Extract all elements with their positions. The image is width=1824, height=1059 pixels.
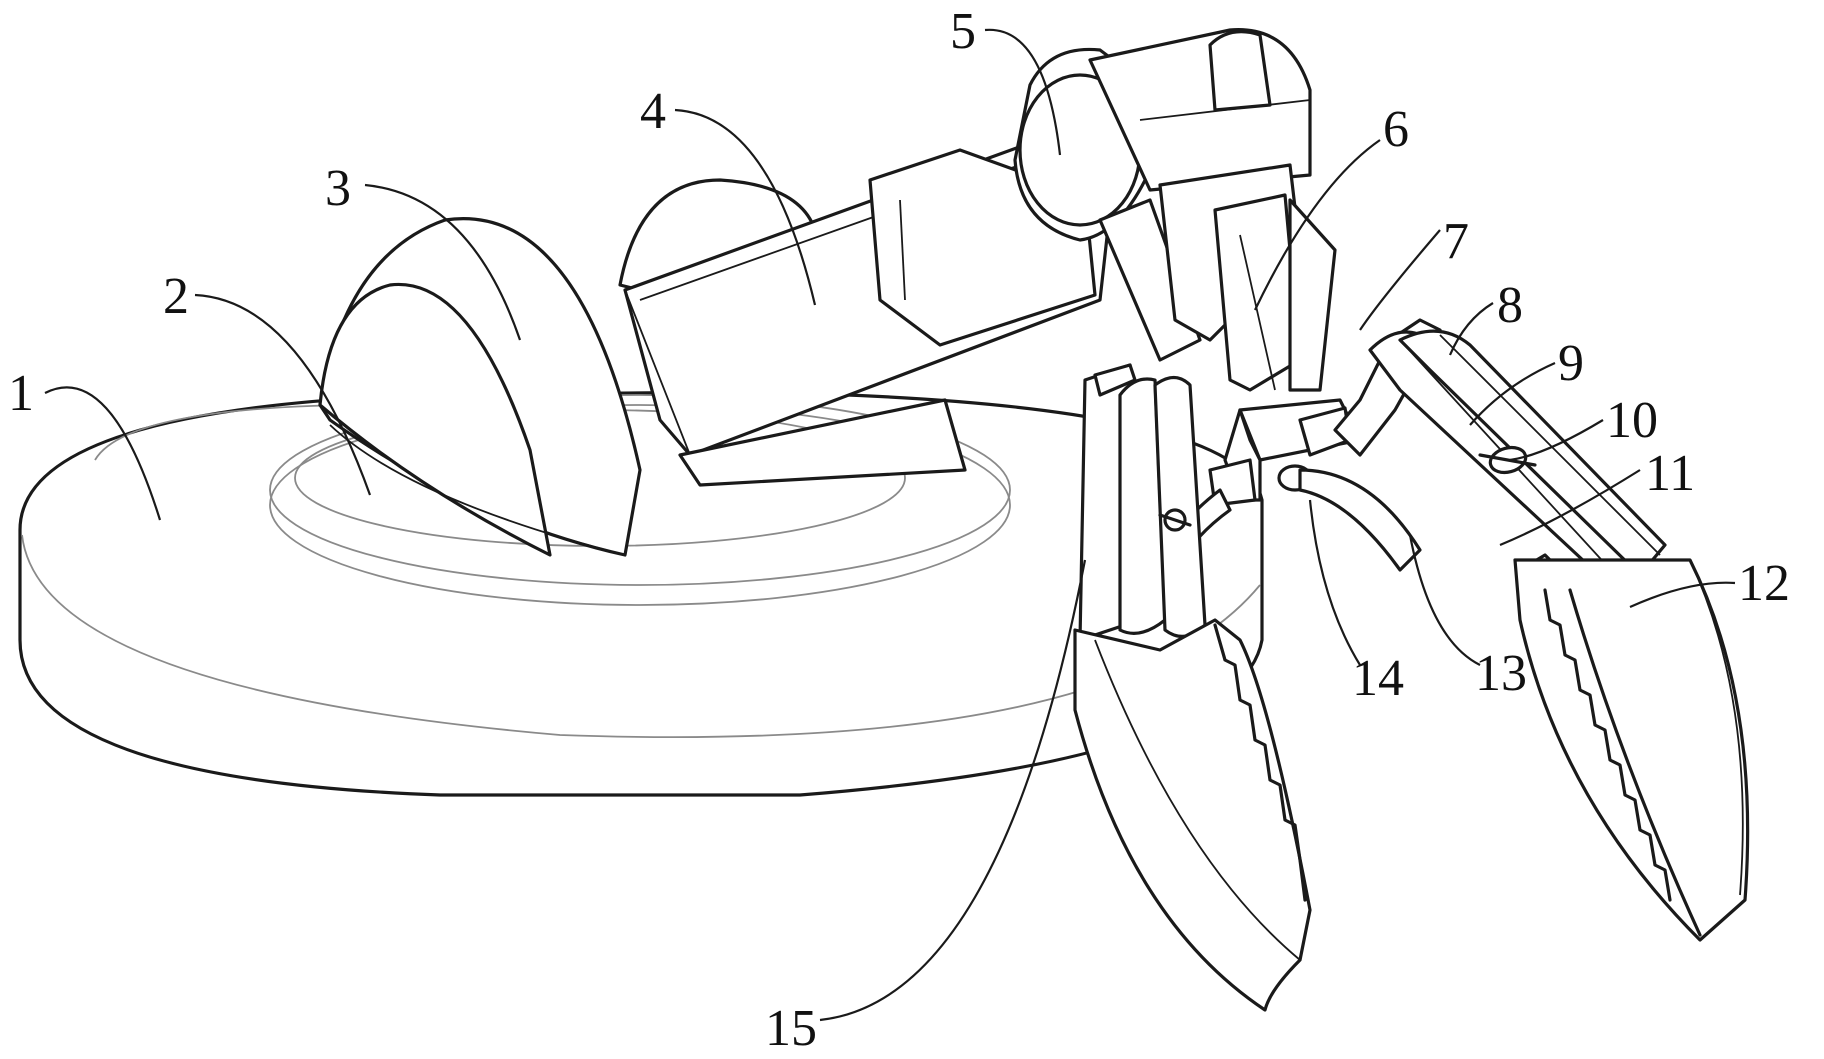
callout-10: 10	[1606, 392, 1658, 449]
callout-3: 3	[325, 160, 351, 217]
leader-7	[1359, 229, 1441, 331]
leader-9	[1469, 361, 1556, 426]
leader-2	[194, 293, 372, 496]
leader-13	[1408, 534, 1481, 666]
round-base	[18, 390, 1264, 797]
callout-7: 7	[1443, 213, 1469, 270]
right-jaw-assembly	[1368, 329, 1750, 942]
callout-5: 5	[950, 3, 976, 60]
leader-6	[1254, 139, 1381, 311]
callout-6: 6	[1383, 101, 1409, 158]
leader-8	[1448, 302, 1494, 356]
leader-4	[674, 108, 817, 306]
leader-14	[1308, 499, 1361, 666]
leader-3	[364, 183, 522, 341]
upper-joint	[1013, 28, 1312, 242]
leader-11	[1499, 469, 1641, 547]
callout-1: 1	[8, 365, 34, 422]
callout-8: 8	[1497, 277, 1523, 334]
callout-12: 12	[1738, 555, 1790, 612]
callout-9: 9	[1558, 335, 1584, 392]
central-frame	[1098, 163, 1337, 392]
callout-labels: 1 2 3 4 5 6 7 8 9 10 11 12 13 14 15	[8, 3, 1790, 1057]
leader-12	[1629, 581, 1736, 609]
shoulder-mount	[318, 217, 642, 557]
leader-15	[819, 559, 1087, 1022]
callout-14: 14	[1352, 650, 1404, 707]
left-jaw-assembly	[1073, 363, 1312, 1012]
leader-5	[984, 28, 1062, 156]
leader-10	[1509, 419, 1604, 462]
callout-4: 4	[640, 83, 666, 140]
callout-11: 11	[1645, 445, 1695, 502]
callout-2: 2	[163, 268, 189, 325]
rear-hub-disc	[618, 178, 817, 292]
callout-13: 13	[1475, 645, 1527, 702]
leader-1	[44, 386, 162, 521]
callout-15: 15	[765, 1000, 817, 1057]
leader-lines	[44, 28, 1736, 1022]
